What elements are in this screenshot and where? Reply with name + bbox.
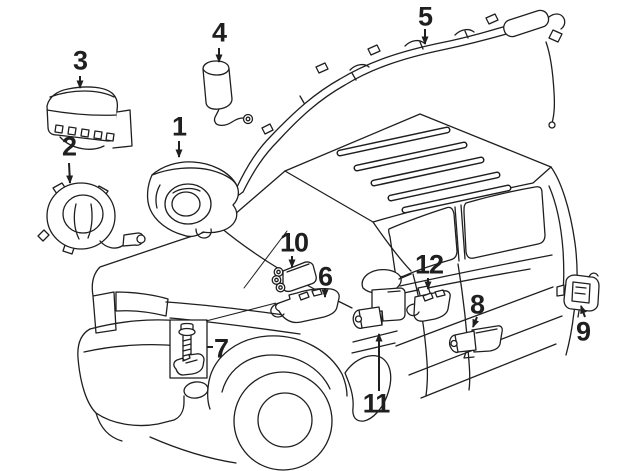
front-door-window	[387, 206, 458, 278]
grille	[92, 291, 117, 334]
door-chevron-1	[352, 330, 398, 343]
part-9-rear-impact-sensor	[556, 272, 600, 318]
b-pillar	[454, 204, 466, 262]
callout-label-10[interactable]: 10	[279, 227, 309, 258]
part-3-passenger-airbag-module	[46, 86, 133, 150]
callout-label-6[interactable]: 6	[317, 261, 333, 292]
roof-outline	[284, 113, 552, 172]
callout-label-5[interactable]: 5	[417, 1, 433, 32]
part-5-curtain-airbag	[232, 9, 566, 198]
vehicle-line-art	[77, 113, 578, 471]
callout-arrow-9	[580, 305, 587, 318]
curtain-clips	[261, 13, 499, 135]
curtain-rail-bottom	[242, 28, 525, 193]
callout-label-2[interactable]: 2	[61, 131, 77, 162]
bumper-lip	[95, 412, 123, 442]
callout-label-12[interactable]: 12	[414, 249, 444, 280]
curtain-inflator	[503, 9, 550, 38]
b-pillar-seam	[457, 263, 471, 391]
callout-label-4[interactable]: 4	[211, 17, 227, 48]
inflator-bracket	[548, 13, 566, 43]
callout-label-1[interactable]: 1	[171, 111, 187, 142]
rocker-line	[420, 343, 557, 399]
headlamp	[115, 291, 169, 317]
rear-door-window	[463, 186, 546, 259]
part-6-floor-sensor-bracket	[270, 287, 340, 324]
part-4-seat-airbag-module	[202, 60, 254, 127]
beltline-2	[403, 268, 531, 294]
callout-label-11[interactable]: 11	[362, 388, 391, 419]
fog-lamp	[183, 381, 209, 399]
beltline	[399, 254, 553, 287]
bumper-outline	[77, 328, 185, 427]
part-11-side-impact-sensor-front	[352, 287, 406, 329]
part-8-side-impact-sensor-rear	[448, 325, 503, 359]
fender-flare-inner	[221, 354, 331, 393]
fender-flare-outer	[208, 335, 348, 397]
c-pillar	[550, 166, 578, 356]
box-7-leader-line	[205, 302, 277, 322]
callout-label-8[interactable]: 8	[469, 289, 485, 320]
door-crease-1	[395, 286, 554, 347]
door-chevron-2	[351, 342, 396, 354]
c-pillar-inner	[548, 185, 565, 292]
bumper-top	[89, 319, 181, 330]
airbag-hooks	[54, 124, 115, 142]
part-2-spiral-cable	[37, 182, 146, 255]
fender-flare-front	[206, 380, 211, 410]
callout-label-7[interactable]: 7	[213, 333, 229, 364]
windshield-inner-line	[243, 230, 288, 289]
callout-arrow-8	[472, 316, 480, 328]
part-7-bolt-and-sensor-box	[169, 319, 208, 379]
front-rim	[257, 392, 313, 448]
front-tire	[233, 371, 333, 471]
callout-arrow-2	[66, 162, 74, 184]
boxed-sensor	[173, 353, 205, 376]
inflator-wire	[545, 41, 556, 124]
roof-ribs	[336, 126, 512, 214]
front-valance	[149, 436, 237, 464]
callout-arrows	[66, 29, 587, 391]
part-10-airbag-sensor	[271, 261, 317, 293]
callout-label-9[interactable]: 9	[575, 316, 591, 347]
part-12-airbag-sensor-bracket	[406, 285, 451, 322]
callout-label-3[interactable]: 3	[72, 45, 88, 76]
part-1-driver-airbag-module	[146, 161, 240, 239]
wire-end-connector	[548, 121, 556, 129]
bumper-crease	[83, 344, 181, 353]
